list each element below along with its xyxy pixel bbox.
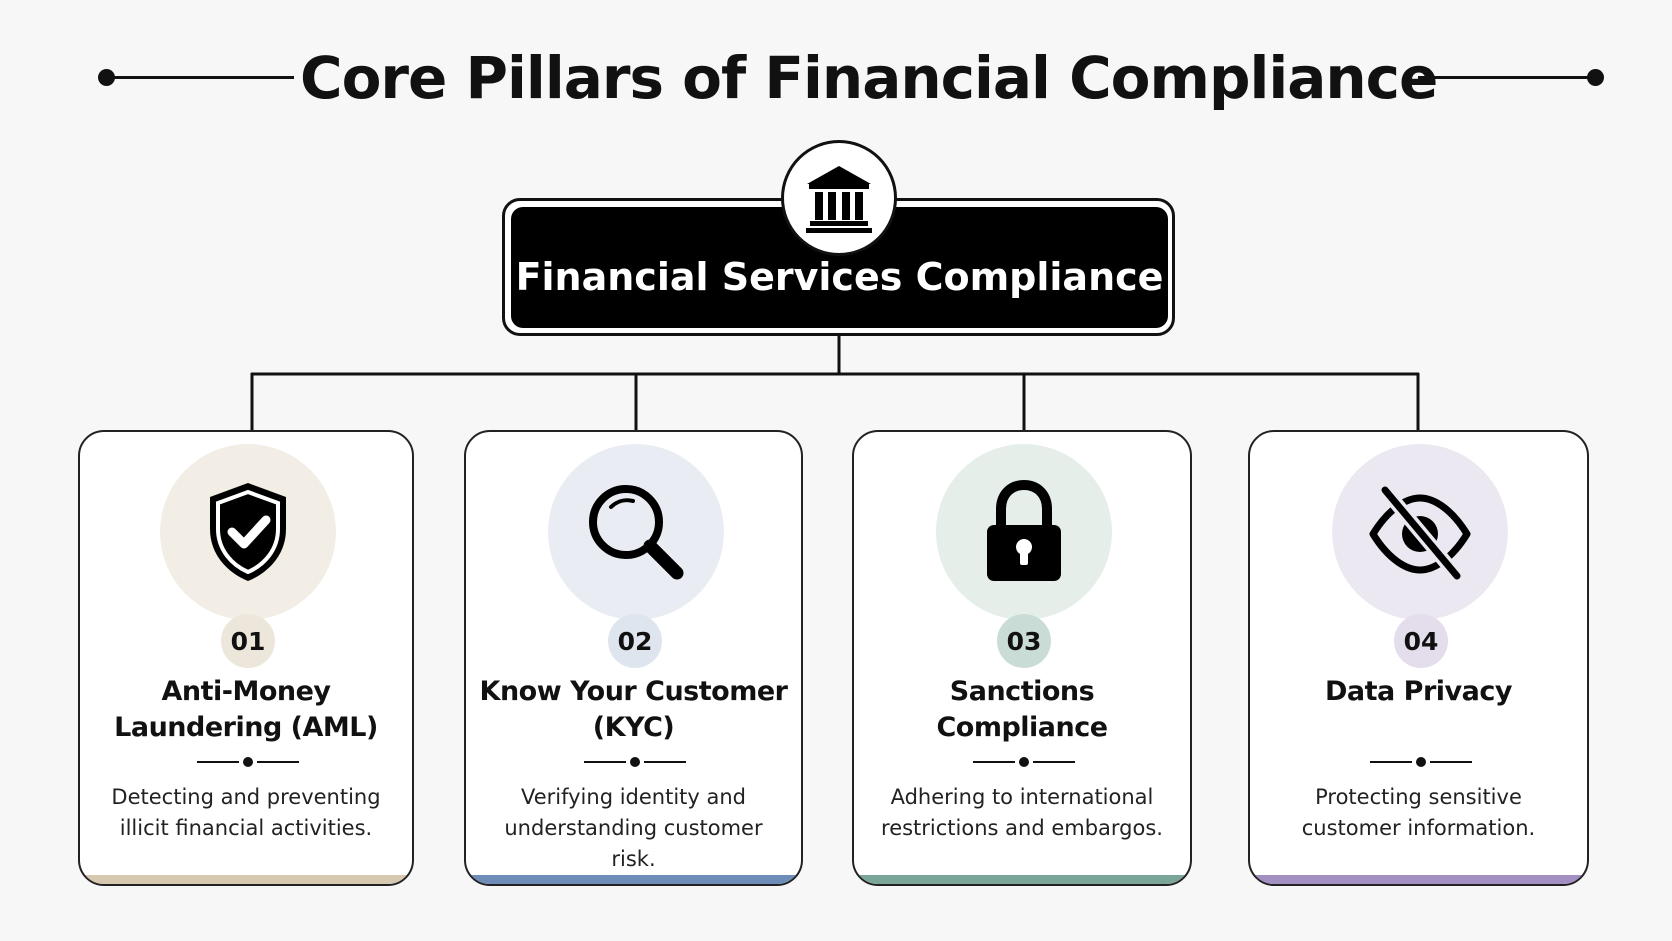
pillar-card-aml: 01 Anti-Money Laundering (AML) Detecting… <box>78 430 414 886</box>
pillar-icon-circle <box>160 444 336 620</box>
pillar-card-data-privacy: 04 Data Privacy Protecting sensitive cus… <box>1248 430 1589 886</box>
title-row: Core Pillars of Financial Compliance <box>0 38 1672 118</box>
pillar-number-badge: 02 <box>608 614 662 668</box>
eye-slash-icon <box>1369 483 1471 582</box>
title-right-line <box>1418 76 1596 79</box>
pillar-title: Sanctions Compliance <box>936 676 1108 743</box>
pillar-description: Detecting and preventing illicit financi… <box>111 785 381 840</box>
pillar-description: Verifying identity and understanding cus… <box>504 785 763 871</box>
pillar-accent-bar <box>1250 875 1587 884</box>
shield-check-icon <box>210 483 286 581</box>
pillar-divider <box>973 756 1075 768</box>
pillar-title: Know Your Customer (KYC) <box>479 676 788 743</box>
title-left-line <box>106 76 294 79</box>
pillar-number-badge: 03 <box>997 614 1051 668</box>
pillar-title: Anti-Money Laundering (AML) <box>114 676 378 743</box>
pillar-accent-bar <box>854 875 1190 884</box>
pillar-accent-bar <box>466 875 801 884</box>
root-node-label: Financial Services Compliance <box>515 255 1164 299</box>
pillar-divider <box>584 756 686 768</box>
bank-building-icon <box>781 140 897 256</box>
pillar-divider <box>1370 756 1472 768</box>
title-right-dot <box>1587 69 1604 86</box>
pillar-card-sanctions: 03 Sanctions Compliance Adhering to inte… <box>852 430 1192 886</box>
padlock-icon <box>987 479 1061 581</box>
page-title: Core Pillars of Financial Compliance <box>300 44 1438 112</box>
pillar-icon-circle <box>936 444 1112 620</box>
pillar-card-kyc: 02 Know Your Customer (KYC) Verifying id… <box>464 430 803 886</box>
pillar-icon-circle <box>548 444 724 620</box>
pillar-title: Data Privacy <box>1325 676 1512 707</box>
pillar-description: Adhering to international restrictions a… <box>881 785 1163 840</box>
pillar-accent-bar <box>80 875 412 884</box>
pillar-number-badge: 04 <box>1394 614 1448 668</box>
pillar-divider <box>197 756 299 768</box>
pillar-icon-circle <box>1332 444 1508 620</box>
pillar-number-badge: 01 <box>221 614 275 668</box>
magnifying-glass-icon <box>589 485 684 580</box>
pillar-description: Protecting sensitive customer informatio… <box>1301 785 1536 840</box>
